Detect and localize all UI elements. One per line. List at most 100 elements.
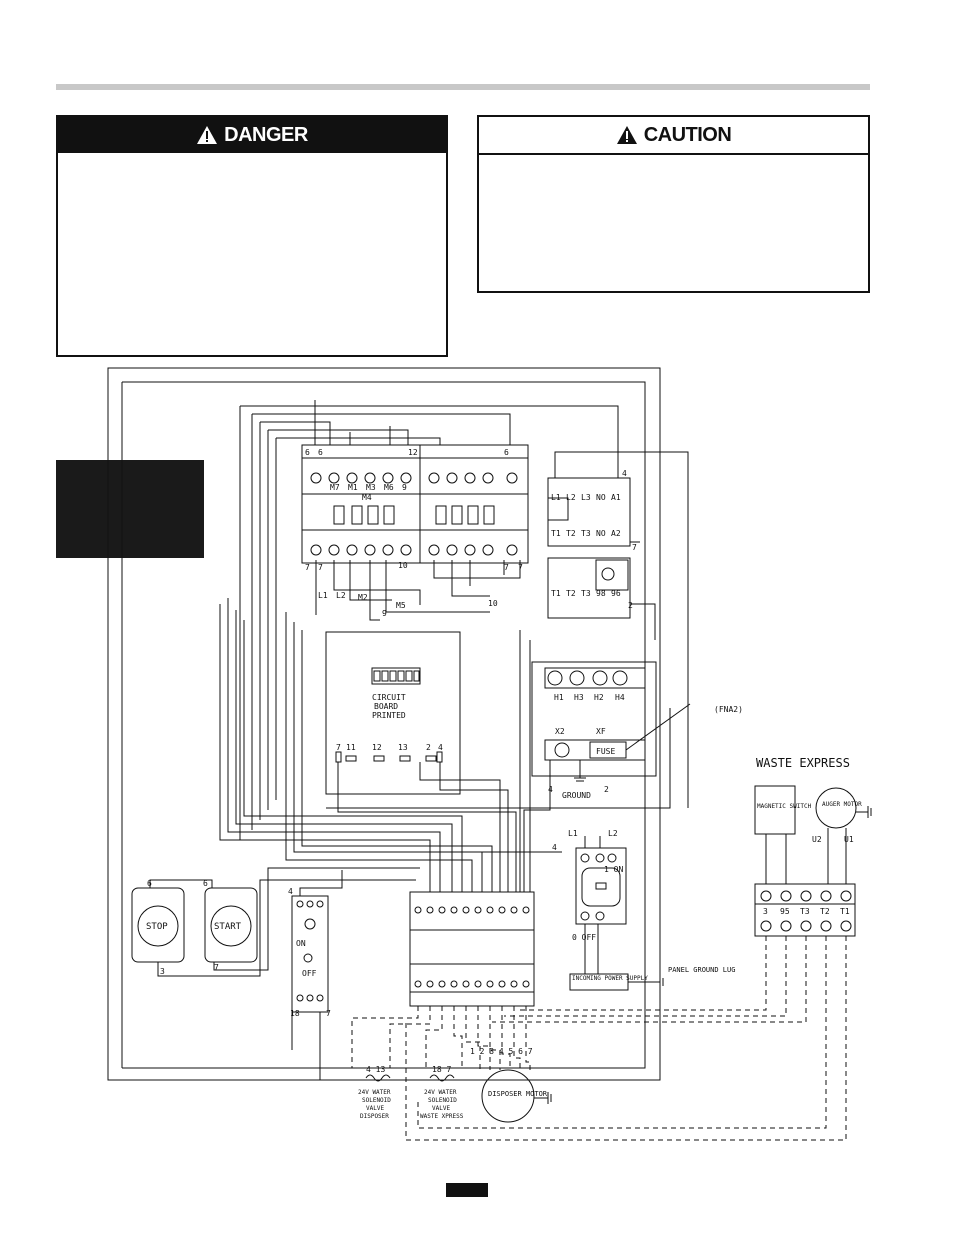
ct-bot-11: 10 xyxy=(488,599,498,608)
btn-n3: 3 xyxy=(160,967,165,976)
timer-top: 4 xyxy=(288,887,293,896)
caution-header: CAUTION xyxy=(479,117,868,155)
waste-express-terminals xyxy=(754,883,856,937)
ol-5: 96 xyxy=(611,589,621,598)
disposer-label: DISPOSER MOTOR xyxy=(488,1090,548,1098)
fuse-label: FUSE xyxy=(596,747,615,756)
ol-4: 98 xyxy=(596,589,606,598)
sol-w-1: 24V WATER xyxy=(424,1089,457,1096)
terminal-strip xyxy=(409,891,535,1007)
btn-n1: 6 xyxy=(147,879,152,888)
relay-top-5: A1 xyxy=(611,493,621,502)
tr-1: H1 xyxy=(554,693,564,702)
tr-3: H2 xyxy=(594,693,604,702)
cb-line2: BOARD xyxy=(374,702,398,711)
motor-u2: U2 xyxy=(812,835,822,844)
misc-7a: 7 xyxy=(632,543,637,552)
cb-t5: 2 xyxy=(426,743,431,752)
relay-top-3: L3 xyxy=(581,493,591,502)
cb-t4: 13 xyxy=(398,743,408,752)
danger-box: DANGER xyxy=(56,115,448,357)
incoming-power: INCOMING POWER SUPPLY xyxy=(572,975,648,982)
ct-top-3: M7 xyxy=(330,483,340,492)
sol-w-3: VALVE xyxy=(432,1105,450,1112)
misc-4c: 4 xyxy=(552,843,557,852)
ol-2: T2 xyxy=(566,589,576,598)
cb-line3: PRINTED xyxy=(372,711,406,720)
sol-w-2: SOLENOID xyxy=(428,1097,457,1104)
sol-d-4: DISPOSER xyxy=(360,1113,389,1120)
caution-box: CAUTION xyxy=(477,115,870,293)
ct-bot-2: 7 xyxy=(318,563,323,572)
tr-4: H4 xyxy=(615,693,625,702)
header-rule xyxy=(56,84,870,90)
timer-br: 7 xyxy=(326,1009,331,1018)
panel-ground: PANEL GROUND LUG xyxy=(668,966,735,974)
relay-top-2: L2 xyxy=(566,493,576,502)
ct-top-1: 6 xyxy=(305,448,310,457)
timer-bl: 18 xyxy=(290,1009,300,1018)
relay-bot-2: T2 xyxy=(566,529,576,538)
danger-title: DANGER xyxy=(224,123,308,146)
disposer-motor xyxy=(481,1069,535,1123)
ct-bot-6: M5 xyxy=(396,601,406,610)
ct-top-4: M1 xyxy=(348,483,358,492)
sol-d-3: VALVE xyxy=(366,1105,384,1112)
btn-n4: 7 xyxy=(214,963,219,972)
misc-4b: 4 xyxy=(548,785,553,794)
cb-line1: CIRCUIT xyxy=(372,693,406,702)
circuit-board xyxy=(325,631,461,795)
ol-1: T1 xyxy=(551,589,561,598)
we-t5: T1 xyxy=(840,907,850,916)
ct-bot-7: 10 xyxy=(398,561,408,570)
ct-top-6: M6 xyxy=(384,483,394,492)
sol-d-nums: 4 13 xyxy=(366,1065,385,1074)
sol-w-4: WASTE XPRESS xyxy=(420,1113,464,1120)
tr-2: H3 xyxy=(574,693,584,702)
ct-bot-3: L1 xyxy=(318,591,328,600)
ct-top-5: M3 xyxy=(366,483,376,492)
relay-bot-5: A2 xyxy=(611,529,621,538)
waste-express-title: WASTE EXPRESS xyxy=(756,756,850,770)
ground-label: GROUND xyxy=(562,791,591,800)
ct-mid: M4 xyxy=(362,493,372,502)
disc-off: 0 OFF xyxy=(572,933,596,942)
stop-label[interactable]: STOP xyxy=(146,922,168,932)
cb-t1: 7 xyxy=(336,743,341,752)
relay-bot-1: T1 xyxy=(551,529,561,538)
sol-d-2: SOLENOID xyxy=(362,1097,391,1104)
timer-relay xyxy=(291,895,329,1013)
danger-header: DANGER xyxy=(58,117,446,153)
sol-w-nums: 18 7 xyxy=(432,1065,451,1074)
ct-top-7: 9 xyxy=(402,483,407,492)
cb-t2: 11 xyxy=(346,743,356,752)
magnetic-label: MAGNETIC SWITCH xyxy=(757,803,812,810)
fna-label: (FNA2) xyxy=(714,705,743,714)
ct-top-2: 6 xyxy=(318,448,323,457)
disc-l1: L1 xyxy=(568,829,578,838)
timer-off: OFF xyxy=(302,969,317,978)
start-button-frame xyxy=(204,887,258,963)
magnetic-switch xyxy=(754,785,796,835)
warning-triangle-icon xyxy=(616,126,637,144)
fuse-x2: X2 xyxy=(555,727,565,736)
disc-on: 1 ON xyxy=(604,865,623,874)
ct-bot-9: 7 xyxy=(518,563,523,572)
relay-top-1: L1 xyxy=(551,493,561,502)
contactor-left xyxy=(301,444,421,564)
auger-motor xyxy=(815,787,857,829)
btn-n2: 6 xyxy=(203,879,208,888)
ct-top-8: 12 xyxy=(408,448,418,457)
ct-bot-8: 7 xyxy=(504,563,509,572)
sol-d-1: 24V WATER xyxy=(358,1089,391,1096)
auger-label: AUGER MOTOR xyxy=(822,801,862,808)
timer-on: ON xyxy=(296,939,306,948)
misc-2a: 2 xyxy=(628,601,633,610)
start-label[interactable]: START xyxy=(214,922,242,932)
enclosure-outline xyxy=(107,367,661,1081)
side-block xyxy=(56,460,204,558)
cb-t3: 12 xyxy=(372,743,382,752)
relay-bot-3: T3 xyxy=(581,529,591,538)
disposer-wires: 1 2 3 4 5 6 7 xyxy=(470,1047,533,1056)
ct-top-9: 6 xyxy=(504,448,509,457)
